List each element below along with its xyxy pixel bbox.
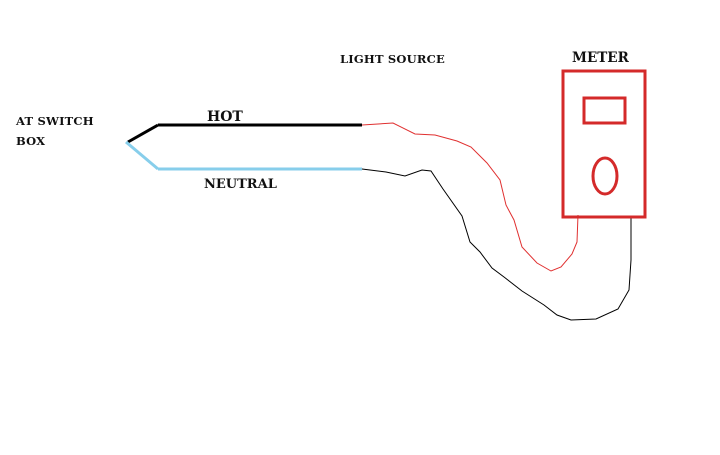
meter-body	[561, 69, 647, 219]
black-probe-lead	[361, 168, 632, 321]
meter-dial-icon	[591, 156, 619, 196]
switch-box-label-line1: AT SWITCH	[16, 114, 94, 128]
red-probe-lead	[361, 122, 579, 272]
light-source-label: LIGHT SOURCE	[340, 52, 445, 66]
neutral-label: NEUTRAL	[204, 177, 277, 192]
meter-label: METER	[572, 50, 629, 66]
hot-wire-stub	[127, 123, 159, 144]
hot-label: HOT	[207, 109, 243, 125]
meter-display-icon	[582, 96, 627, 125]
neutral-wire-stub	[125, 140, 159, 171]
switch-box-label-line2: BOX	[16, 134, 46, 148]
